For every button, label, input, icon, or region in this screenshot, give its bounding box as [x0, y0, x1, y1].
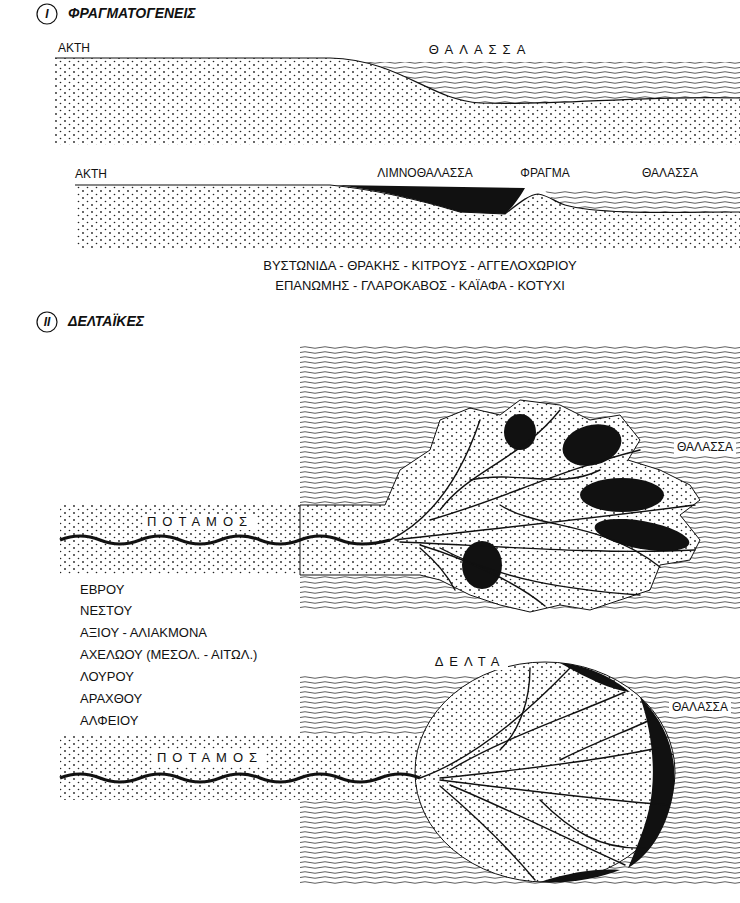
section-title: ΔΕΛΤΑΪΚΕΣ — [68, 313, 144, 330]
sea-label: ΘΑΛΑΣΣΑ — [642, 166, 698, 180]
delta-name: ΑΛΦΕΙΟΥ — [80, 713, 138, 729]
section-number: II — [44, 315, 51, 329]
lagoon-names: ΒΥΣΤΩΝΙΔΑ - ΘΡΑΚΗΣ - ΚΙΤΡΟΥΣ - ΑΓΓΕΛΟΧΩΡ… — [263, 258, 576, 274]
delta-lobate — [60, 345, 740, 612]
river-label: ΠΟΤΑΜΟΣ — [144, 514, 256, 530]
delta-arcuate — [60, 662, 740, 886]
delta-name: ΑΧΕΛΩΟΥ (ΜΕΣΟΛ. - ΑΙΤΩΛ.) — [80, 647, 257, 663]
delta-name: ΑΞΙΟΥ - ΑΛΙΑΚΜΟΝΑ — [80, 625, 207, 641]
delta-name: ΛΟΥΡΟΥ — [80, 669, 134, 685]
lagoon-label: ΛΙΜΝΟΘΑΛΑΣΣΑ — [377, 166, 472, 180]
sea-label: ΘΑΛΑΣΣΑ — [429, 42, 532, 58]
barrier-label: ΦΡΑΓΜΑ — [520, 166, 569, 180]
coast-label: ΑΚΤΗ — [58, 41, 90, 55]
delta-name: ΝΕΣΤΟΥ — [80, 603, 132, 619]
lagoon-names: ΕΠΑΝΩΜΗΣ - ΓΛΑΡΟΚΑΒΟΣ - ΚΑΪΑΦΑ - ΚΟΤΥΧΙ — [275, 278, 565, 294]
delta-name: ΑΡΑΧΘΟΥ — [80, 691, 142, 707]
section-title: ΦΡΑΓΜΑΤΟΓΕΝΕΙΣ — [68, 5, 196, 22]
profile-before — [55, 58, 740, 145]
section-number: I — [45, 7, 48, 21]
section-circle — [37, 312, 57, 332]
section-circle — [37, 4, 57, 24]
coast-label: ΑΚΤΗ — [75, 167, 107, 181]
delta-name: ΕΒΡΟΥ — [80, 582, 124, 598]
river-label: ΠΟΤΑΜΟΣ — [154, 750, 266, 766]
sea-label: ΘΑΛΑΣΣΑ — [669, 700, 731, 714]
sea-label: ΘΑΛΑΣΣΑ — [674, 440, 736, 454]
profile-after — [75, 185, 740, 248]
delta-label: ΔΕΛΤΑ — [432, 654, 509, 670]
